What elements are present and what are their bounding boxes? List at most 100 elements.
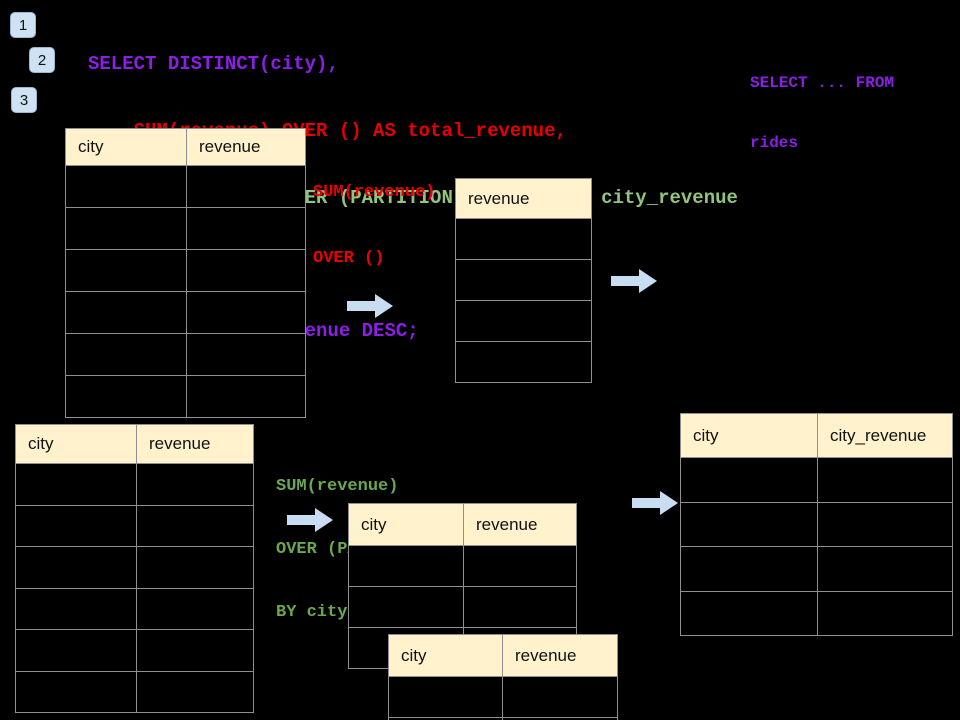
column-header: revenue: [502, 634, 618, 677]
empty-cell: [680, 590, 818, 636]
table-row: [65, 249, 306, 292]
empty-cell: [65, 333, 187, 376]
table-row: [388, 717, 618, 720]
empty-cell: [680, 457, 818, 503]
empty-cell: [136, 629, 254, 672]
empty-cell: [186, 249, 306, 292]
empty-cell: [186, 375, 306, 418]
empty-cell: [65, 375, 187, 418]
empty-cell: [15, 629, 137, 672]
step-badge-3: 3: [11, 87, 37, 113]
right-arrow-icon: [287, 508, 333, 532]
empty-cell: [186, 165, 306, 208]
table-row: [680, 501, 953, 547]
empty-cell: [502, 717, 618, 720]
snippet-line: rides: [750, 134, 799, 152]
table-header-row: revenue: [455, 178, 592, 219]
column-header: revenue: [463, 503, 577, 546]
table-row: [65, 333, 306, 376]
label-line: OVER (): [313, 249, 385, 268]
column-header: city: [15, 424, 137, 464]
table-row: [680, 457, 953, 503]
column-header: city: [680, 413, 818, 458]
empty-cell: [186, 333, 306, 376]
select-from-rides-snippet: SELECT ... FROM rides: [750, 33, 894, 193]
column-header: city: [388, 634, 503, 677]
empty-cell: [348, 586, 464, 628]
empty-cell: [15, 546, 137, 589]
empty-cell: [463, 545, 577, 587]
empty-cell: [817, 590, 953, 636]
table-row: [455, 341, 592, 383]
table-row: [15, 587, 254, 630]
total-revenue-table: revenue: [455, 178, 592, 383]
empty-cell: [455, 341, 592, 383]
empty-cell: [65, 249, 187, 292]
empty-cell: [817, 457, 953, 503]
empty-cell: [15, 463, 137, 506]
empty-cell: [348, 545, 464, 587]
column-header: city: [65, 128, 187, 166]
empty-cell: [463, 586, 577, 628]
table-row: [15, 504, 254, 547]
table-row: [455, 218, 592, 260]
empty-cell: [65, 207, 187, 250]
table-row: [348, 545, 577, 587]
label-line: BY city): [276, 603, 358, 622]
empty-cell: [136, 546, 254, 589]
empty-cell: [186, 291, 306, 334]
column-header: revenue: [136, 424, 254, 464]
column-header: revenue: [455, 178, 592, 219]
column-header: city: [348, 503, 464, 546]
column-header: revenue: [186, 128, 306, 166]
table-row: [65, 207, 306, 250]
empty-cell: [65, 291, 187, 334]
snippet-line: SELECT ... FROM: [750, 74, 895, 92]
table-row: [680, 590, 953, 636]
empty-cell: [15, 670, 137, 713]
table-row: [65, 375, 306, 418]
label-line: SUM(revenue): [313, 183, 436, 202]
table-row: [455, 300, 592, 342]
empty-cell: [680, 546, 818, 592]
sql-code-line-select: SELECT DISTINCT(city),: [88, 53, 339, 76]
right-arrow-icon: [611, 269, 657, 293]
table-row: [680, 546, 953, 592]
right-arrow-icon: [347, 294, 393, 318]
table-row: [15, 546, 254, 589]
table-row: [65, 165, 306, 208]
table-row: [455, 259, 592, 301]
empty-cell: [65, 165, 187, 208]
empty-cell: [136, 463, 254, 506]
empty-cell: [817, 546, 953, 592]
empty-cell: [502, 676, 618, 718]
table-row: [65, 291, 306, 334]
right-arrow-icon: [632, 491, 678, 515]
step-badge-1: 1: [10, 12, 36, 38]
empty-cell: [15, 587, 137, 630]
empty-cell: [455, 259, 592, 301]
table-row: [15, 463, 254, 506]
empty-cell: [817, 501, 953, 547]
table-row: [388, 676, 618, 718]
window-total-label: SUM(revenue) OVER (): [313, 138, 435, 314]
empty-cell: [136, 504, 254, 547]
step-badge-2: 2: [29, 47, 55, 73]
table-row: [15, 670, 254, 713]
empty-cell: [388, 676, 503, 718]
empty-cell: [15, 504, 137, 547]
empty-cell: [186, 207, 306, 250]
column-header: city_revenue: [817, 413, 953, 458]
empty-cell: [136, 670, 254, 713]
empty-cell: [136, 587, 254, 630]
label-line: SUM(revenue): [276, 477, 399, 496]
table-row: [348, 586, 577, 628]
empty-cell: [680, 501, 818, 547]
